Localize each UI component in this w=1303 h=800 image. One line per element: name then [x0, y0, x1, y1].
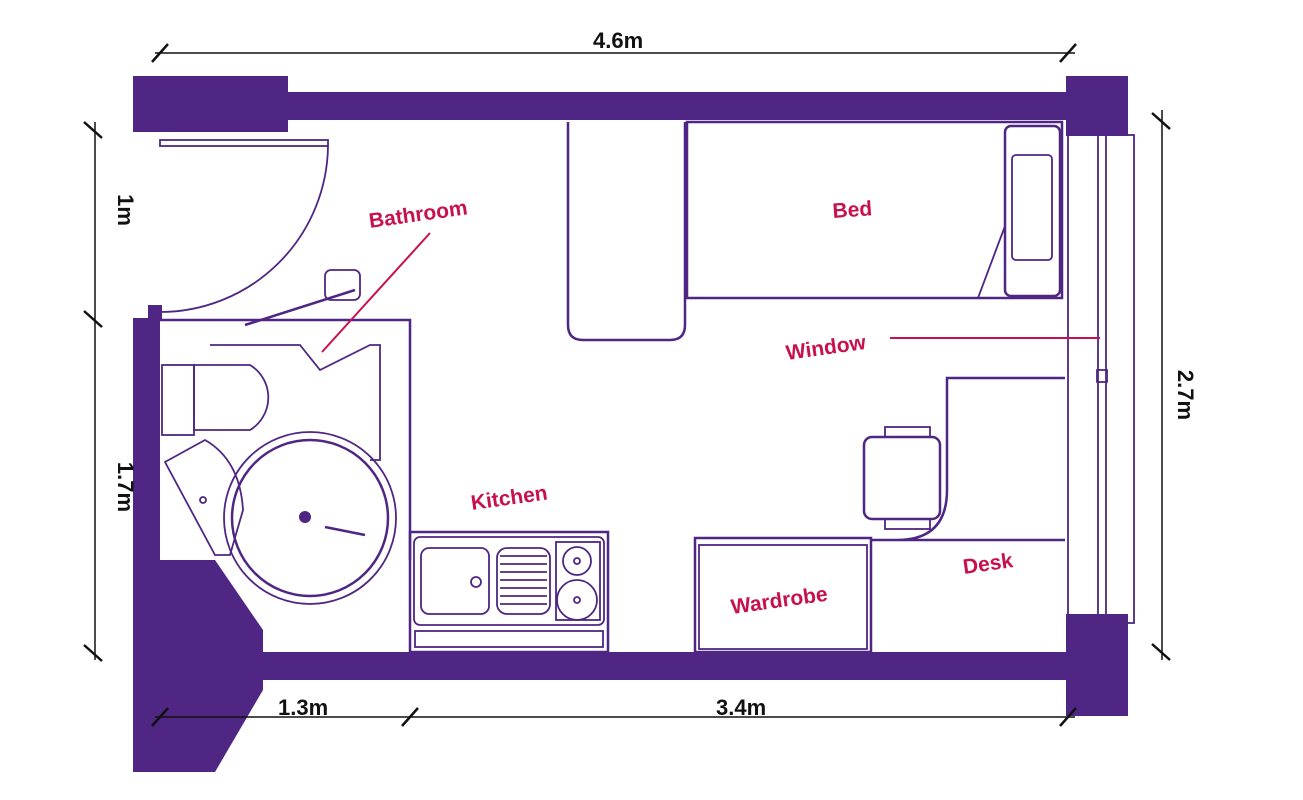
- wall-left: [133, 318, 263, 772]
- window: [1067, 134, 1135, 624]
- dim-bathroom-depth: 1.7m: [113, 462, 138, 512]
- label-bathroom: Bathroom: [367, 196, 468, 233]
- wall-top-left: [133, 76, 288, 132]
- label-kitchen: Kitchen: [469, 481, 548, 514]
- wall-bottom-right: [1066, 614, 1128, 716]
- label-desk: Desk: [961, 549, 1014, 579]
- wardrobe: [693, 536, 873, 654]
- dimension-lines: [83, 43, 1171, 727]
- chair-icon: [862, 435, 942, 521]
- dim-room-depth: 2.7m: [1173, 370, 1198, 420]
- dim-bathroom-width: 1.3m: [278, 695, 328, 720]
- label-wardrobe: Wardrobe: [729, 583, 828, 619]
- sink-basin-icon: [420, 547, 490, 615]
- drainer-icon: [496, 547, 551, 615]
- wall-top-right: [1066, 76, 1128, 136]
- door: [159, 139, 329, 313]
- bed: [566, 120, 1064, 342]
- toilet-cistern-icon: [161, 364, 195, 436]
- dim-door-width: 1m: [113, 194, 138, 226]
- dim-top-width: 4.6m: [593, 28, 643, 53]
- shower-tray-icon: [230, 438, 390, 598]
- bathroom-pointer: [321, 232, 431, 353]
- kitchenette: [408, 530, 610, 654]
- bathroom-fixtures: [160, 269, 412, 605]
- toilet-icon: [193, 364, 270, 431]
- dim-main-width: 3.4m: [716, 695, 766, 720]
- grab-rail: [244, 288, 356, 327]
- label-bed: Bed: [832, 197, 873, 223]
- wall-bottom: [263, 652, 1068, 680]
- sink-icon: [163, 438, 244, 556]
- shower-drain-icon: [299, 511, 311, 523]
- wall-top: [288, 92, 1068, 120]
- door-jamb: [148, 305, 162, 320]
- desk: [862, 376, 1065, 542]
- walls: [133, 76, 1128, 772]
- label-window: Window: [784, 331, 867, 365]
- hob-icon: [555, 541, 601, 621]
